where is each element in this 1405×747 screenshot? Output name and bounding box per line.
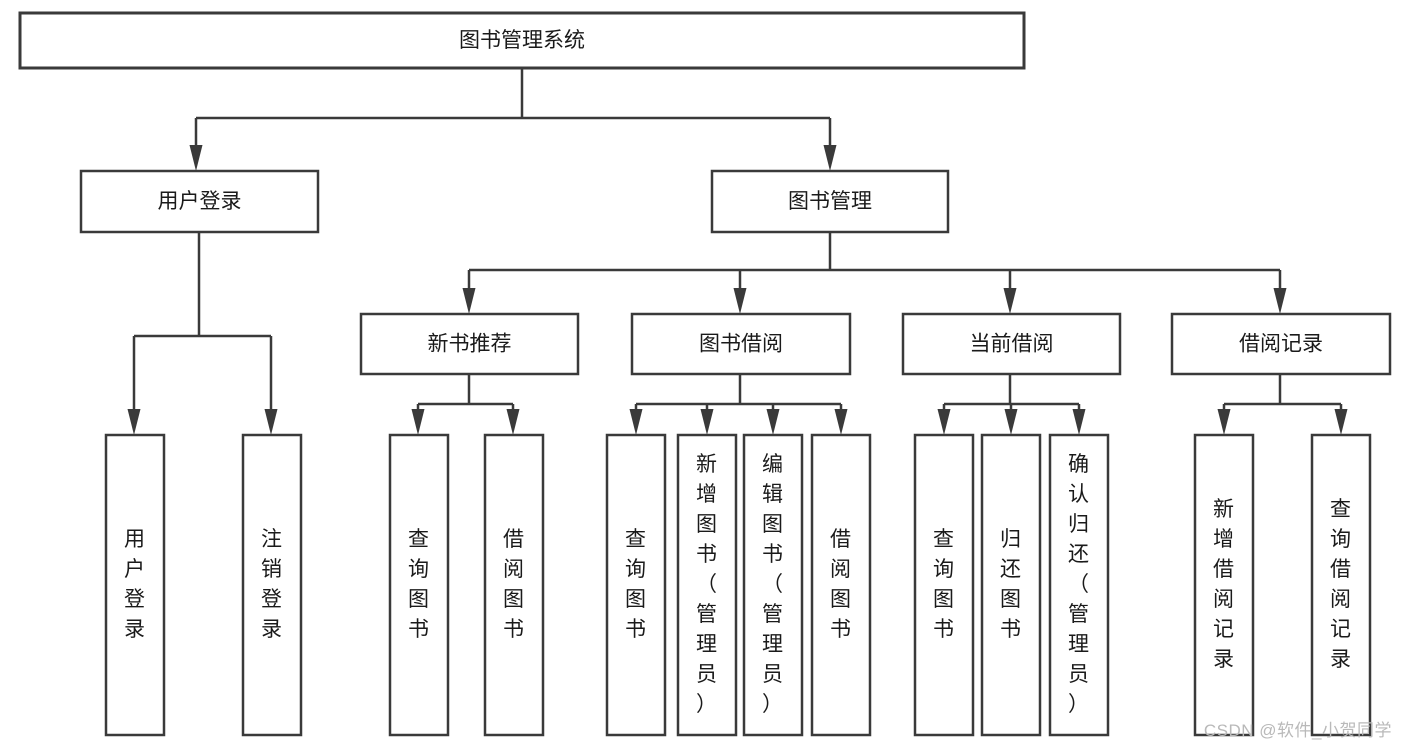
arrow-head-icon <box>823 145 837 171</box>
arrow-head-icon <box>629 409 643 435</box>
node-label: 图书管理系统 <box>459 29 585 52</box>
arrow-head-icon <box>1217 409 1231 435</box>
arrow-head-icon <box>1334 409 1348 435</box>
connector-root-to-l2 <box>189 68 837 171</box>
connector-borrow-record-to-leaves <box>1217 374 1348 435</box>
arrow-head-icon <box>733 288 747 314</box>
node-level3-book-borrow[interactable]: 图书借阅 <box>630 312 852 376</box>
node-box[interactable] <box>79 169 320 234</box>
node-box[interactable] <box>388 433 450 737</box>
node-label: 借阅图书 <box>503 528 525 641</box>
node-box[interactable] <box>104 433 166 737</box>
node-box[interactable] <box>980 433 1042 737</box>
node-label: 查询图书 <box>625 528 647 641</box>
arrow-head-icon <box>264 409 278 435</box>
connector-current-borrow-to-leaves <box>937 374 1086 435</box>
node-label: 用户登录 <box>158 190 242 213</box>
node-label: 注销登录 <box>261 528 283 641</box>
node-box[interactable] <box>742 433 804 737</box>
arrow-head-icon <box>127 409 141 435</box>
node-leaf-leaf-query-book-1[interactable]: 查询图书 <box>388 433 450 737</box>
node-leaf-leaf-borrow-book-1[interactable]: 借阅图书 <box>483 433 545 737</box>
node-leaf-leaf-query-book-3[interactable]: 查询图书 <box>913 433 975 737</box>
node-box[interactable] <box>913 433 975 737</box>
node-label: 用户登录 <box>124 528 146 641</box>
arrow-head-icon <box>834 409 848 435</box>
node-box[interactable] <box>676 433 738 737</box>
node-box[interactable] <box>1170 312 1392 376</box>
arrow-head-icon <box>937 409 951 435</box>
node-leaf-leaf-edit-book[interactable]: 编辑图书（管理员） <box>742 433 804 737</box>
arrow-head-icon <box>766 409 780 435</box>
node-leaf-leaf-return-book[interactable]: 归还图书 <box>980 433 1042 737</box>
node-level3-new-book-rec[interactable]: 新书推荐 <box>359 312 580 376</box>
arrow-head-icon <box>1003 288 1017 314</box>
node-layer: 图书管理系统用户登录图书管理新书推荐图书借阅当前借阅借阅记录用户登录注销登录查询… <box>18 11 1392 737</box>
arrow-head-icon <box>506 409 520 435</box>
arrow-head-icon <box>189 145 203 171</box>
connector-new-book-rec-to-leaves <box>411 374 520 435</box>
node-label: 新增图书（管理员） <box>696 453 718 716</box>
node-root[interactable]: 图书管理系统 <box>18 11 1026 70</box>
node-label: 查询图书 <box>408 528 430 641</box>
node-label: 图书借阅 <box>699 333 783 356</box>
connector-layer <box>127 68 1348 435</box>
node-box[interactable] <box>1193 433 1255 737</box>
arrow-head-icon <box>411 409 425 435</box>
node-leaf-leaf-user-logout[interactable]: 注销登录 <box>241 433 303 737</box>
node-level2-book-manage[interactable]: 图书管理 <box>710 169 950 234</box>
node-leaf-leaf-user-login[interactable]: 用户登录 <box>104 433 166 737</box>
node-label: 借阅图书 <box>830 528 852 641</box>
node-leaf-leaf-query-book-2[interactable]: 查询图书 <box>605 433 667 737</box>
node-box[interactable] <box>1048 433 1110 737</box>
node-box[interactable] <box>483 433 545 737</box>
node-label: 确认归还（管理员） <box>1068 453 1090 716</box>
arrow-head-icon <box>462 288 476 314</box>
node-leaf-leaf-query-record[interactable]: 查询借阅记录 <box>1310 433 1372 737</box>
node-leaf-leaf-add-book[interactable]: 新增图书（管理员） <box>676 433 738 737</box>
node-label: 新书推荐 <box>428 333 512 356</box>
csdn-watermark: CSDN @软件_小贺同学 <box>1203 721 1392 740</box>
node-label: 借阅记录 <box>1239 333 1323 356</box>
node-box[interactable] <box>1310 433 1372 737</box>
node-box[interactable] <box>630 312 852 376</box>
node-box[interactable] <box>810 433 872 737</box>
node-label: 编辑图书（管理员） <box>762 453 784 716</box>
node-box[interactable] <box>901 312 1122 376</box>
node-level3-borrow-record[interactable]: 借阅记录 <box>1170 312 1392 376</box>
node-box[interactable] <box>241 433 303 737</box>
arrow-head-icon <box>1072 409 1086 435</box>
arrow-head-icon <box>1273 288 1287 314</box>
node-label: 新增借阅记录 <box>1213 498 1235 671</box>
node-box[interactable] <box>605 433 667 737</box>
node-level2-user-login[interactable]: 用户登录 <box>79 169 320 234</box>
arrow-head-icon <box>700 409 714 435</box>
node-box[interactable] <box>18 11 1026 70</box>
node-box[interactable] <box>359 312 580 376</box>
node-level3-current-borrow[interactable]: 当前借阅 <box>901 312 1122 376</box>
node-label: 图书管理 <box>788 190 872 213</box>
node-label: 查询图书 <box>933 528 955 641</box>
arrow-head-icon <box>1004 409 1018 435</box>
connector-book-manage-to-l3 <box>462 232 1287 314</box>
node-leaf-leaf-confirm-return[interactable]: 确认归还（管理员） <box>1048 433 1110 737</box>
node-label: 查询借阅记录 <box>1330 498 1352 671</box>
node-leaf-leaf-add-record[interactable]: 新增借阅记录 <box>1193 433 1255 737</box>
node-leaf-leaf-borrow-book-2[interactable]: 借阅图书 <box>810 433 872 737</box>
node-label: 当前借阅 <box>970 333 1054 356</box>
connector-user-login-to-leaves <box>127 232 278 435</box>
node-box[interactable] <box>710 169 950 234</box>
node-label: 归还图书 <box>1000 528 1022 641</box>
connector-book-borrow-to-leaves <box>629 374 848 435</box>
